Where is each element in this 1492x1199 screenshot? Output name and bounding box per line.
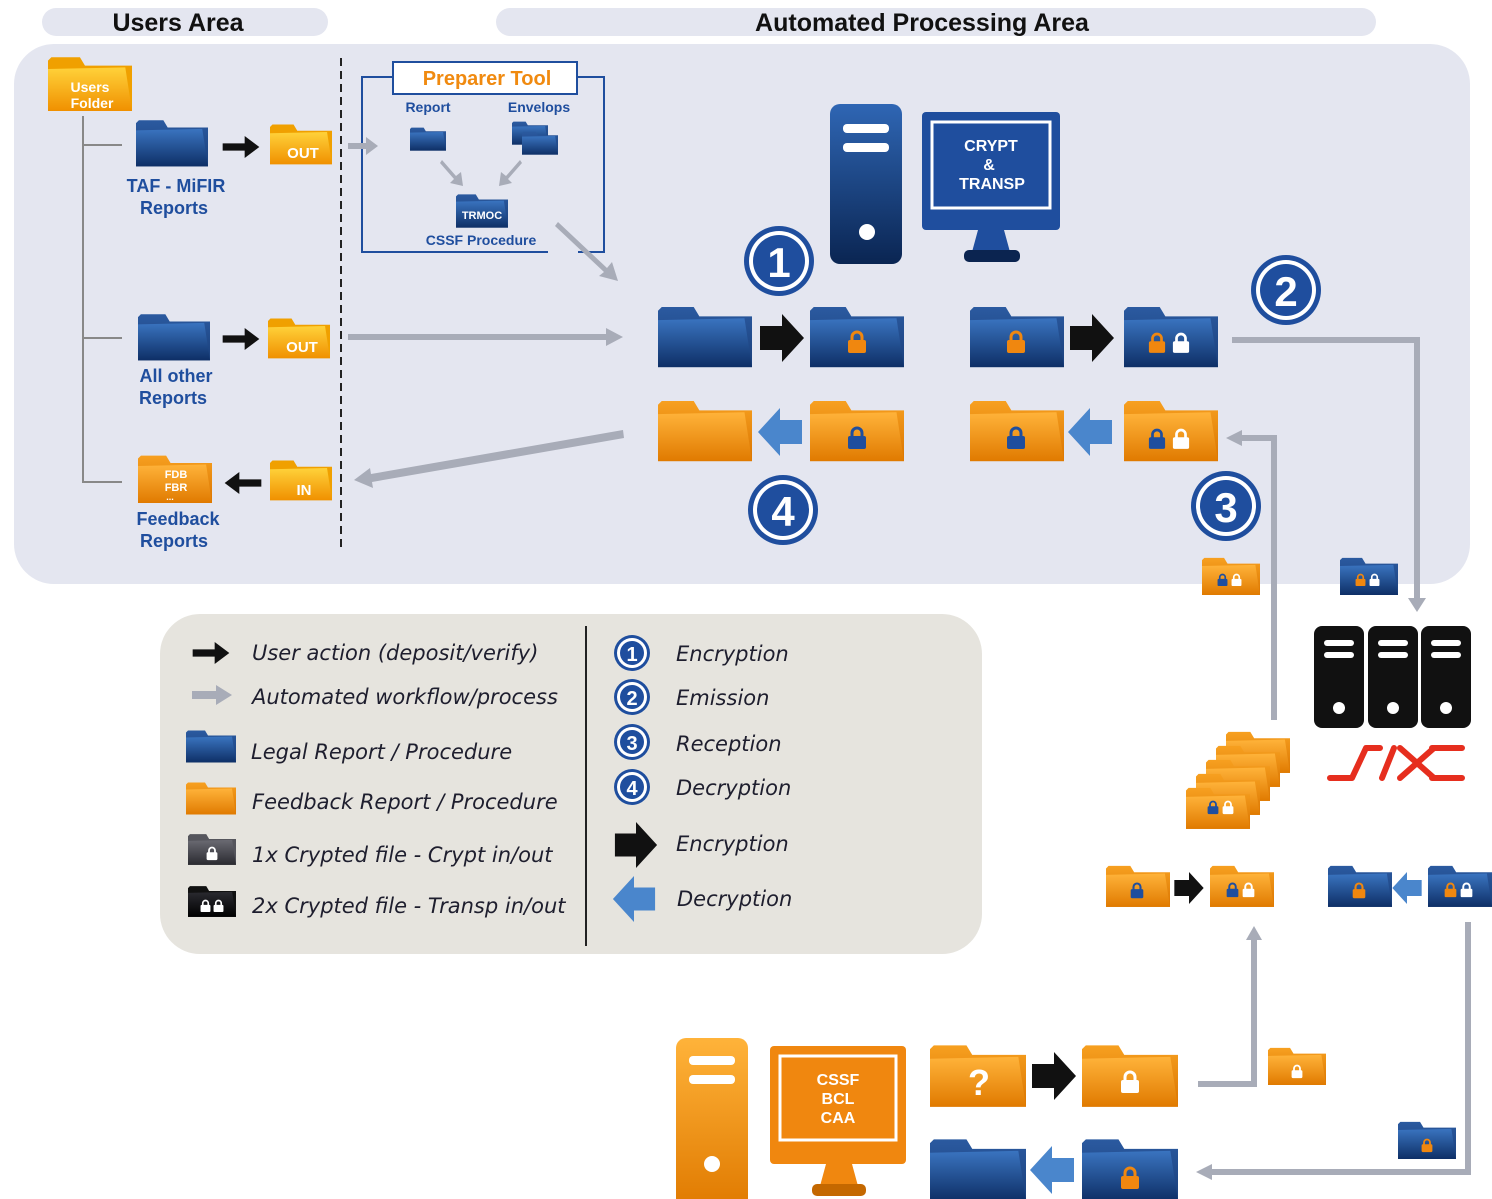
legend-legal-label: Legal Report / Procedure: [251, 740, 512, 764]
svg-text:FBR: FBR: [165, 482, 188, 494]
cssf-received-folder-icon: [930, 1139, 1026, 1199]
svg-text:TRMOC: TRMOC: [462, 210, 502, 222]
encryption-arrow-icon: [1032, 1052, 1076, 1100]
cssf-crypted-folder-icon: [1082, 1045, 1178, 1107]
processing-server-tower: [830, 104, 902, 264]
legend-automated-arrow-icon: [192, 685, 232, 705]
out-folder-2[interactable]: OUT: [268, 318, 330, 359]
processing-area-title: Automated Processing Area: [755, 9, 1090, 37]
preparer-envelops-label: Envelops: [508, 99, 570, 115]
trmoc-folder-icon: TRMOC: [456, 194, 508, 228]
cssf-received-crypted-folder-icon: [1082, 1139, 1178, 1199]
users-area-header-bar: [42, 8, 328, 36]
users-tree-lines: [82, 116, 122, 483]
legend-crypt-label: 1x Crypted file - Crypt in/out: [252, 843, 553, 867]
legend-user-action-label: User action (deposit/verify): [252, 641, 538, 665]
legend-step-3-icon: 3: [614, 724, 650, 760]
out-folder-1[interactable]: OUT: [270, 124, 332, 165]
svg-text:...: ...: [166, 492, 174, 502]
cssf-server-tower: [676, 1038, 748, 1199]
legend-transp-label: 2x Crypted file - Transp in/out: [252, 894, 566, 918]
other-label-2: Reports: [139, 388, 207, 408]
processing-area-header-bar: [496, 8, 1376, 36]
svg-text:OUT: OUT: [286, 339, 318, 356]
main-panel: [14, 44, 1470, 584]
preparer-arrow-left: [440, 160, 463, 186]
transit-folder-orange-lock: [1268, 1047, 1326, 1085]
svg-text:1: 1: [626, 644, 637, 666]
svg-text:TRANSP: TRANSP: [959, 176, 1025, 193]
svg-text:1: 1: [767, 239, 790, 286]
preparer-tool-box: Preparer Tool Report Envelops TRMOC CSSF…: [361, 61, 605, 253]
legend-decryption-label: Decryption: [676, 776, 791, 800]
users-folder-icon: Users Folder: [48, 57, 132, 112]
legend-step-2-icon: 2: [614, 679, 650, 715]
step-1-encryption-circle: 1: [744, 226, 814, 296]
legend-panel: [160, 614, 982, 954]
feedback-label-1: Feedback: [136, 509, 220, 529]
crypt-transp-monitor: CRYPT & TRANSP: [922, 112, 1060, 262]
six-server-rack: [1314, 626, 1471, 728]
svg-text:4: 4: [626, 778, 638, 800]
other-label-1: All other: [139, 366, 212, 386]
legend-reception-label: Reception: [676, 732, 782, 756]
legend-automated-label: Automated workflow/process: [250, 685, 558, 709]
in-folder[interactable]: IN: [270, 460, 332, 501]
automated-arrowheads: [1196, 430, 1426, 1180]
six-logo: [1327, 745, 1465, 781]
svg-text:4: 4: [771, 488, 795, 535]
step-3-reception-circle: 3: [1191, 471, 1261, 541]
svg-text:3: 3: [1214, 484, 1237, 531]
automated-arrows-right-side: [1198, 337, 1471, 1175]
legend-decryption-arrow-label: Decryption: [677, 887, 792, 911]
cssf-decrypt-row: [1328, 865, 1492, 907]
legend-emission-label: Emission: [676, 686, 769, 710]
svg-text:CSSF: CSSF: [817, 1072, 860, 1089]
taf-label-1: TAF - MiFIR: [127, 176, 226, 196]
users-area-title: Users Area: [112, 9, 244, 37]
legend-feedback-label: Feedback Report / Procedure: [252, 790, 558, 814]
svg-text:2: 2: [626, 688, 637, 710]
preparer-arrow-right: [499, 160, 522, 186]
svg-text:FDB: FDB: [165, 469, 188, 481]
legend-step-4-icon: 4: [614, 769, 650, 805]
feedback-folder-icon: FDB FBR ...: [138, 455, 212, 503]
preparer-tool-title: Preparer Tool: [423, 68, 552, 90]
svg-text:&: &: [983, 157, 995, 174]
svg-text:3: 3: [626, 733, 637, 755]
svg-text:?: ?: [968, 1062, 990, 1103]
taf-label-2: Reports: [140, 198, 208, 218]
automated-arrows-users-area: [348, 137, 624, 488]
svg-text:Users: Users: [71, 79, 110, 95]
cssf-encrypt-row: [1106, 865, 1274, 907]
decryption-arrow-icon: [1392, 872, 1422, 904]
svg-text:CAA: CAA: [821, 1110, 856, 1127]
svg-text:BCL: BCL: [822, 1091, 855, 1108]
legend-step-1-icon: 1: [614, 635, 650, 671]
cssf-check-folder-icon: ?: [930, 1045, 1026, 1107]
preparer-report-label: Report: [405, 99, 450, 115]
svg-text:IN: IN: [297, 482, 312, 499]
received-folders-stack: [1186, 731, 1290, 829]
legend-encryption-arrow-label: Encryption: [676, 832, 789, 856]
encryption-arrow-icon: [1174, 872, 1204, 904]
step-4-decryption-circle: 4: [748, 475, 818, 545]
decryption-arrow-icon: [1030, 1146, 1074, 1194]
legend-encryption-label: Encryption: [676, 642, 789, 666]
cssf-bcl-caa-monitor: CSSF BCL CAA: [770, 1046, 906, 1196]
transit-folder-blue-lock: [1398, 1121, 1456, 1159]
svg-text:2: 2: [1274, 268, 1297, 315]
svg-text:OUT: OUT: [287, 145, 319, 162]
feedback-label-2: Reports: [140, 531, 208, 551]
cssf-procedure-label: CSSF Procedure: [426, 232, 537, 248]
step-2-emission-circle: 2: [1251, 255, 1321, 325]
svg-text:CRYPT: CRYPT: [964, 138, 1018, 155]
svg-text:Folder: Folder: [71, 95, 114, 111]
preparer-tool-title-box: [392, 61, 578, 95]
